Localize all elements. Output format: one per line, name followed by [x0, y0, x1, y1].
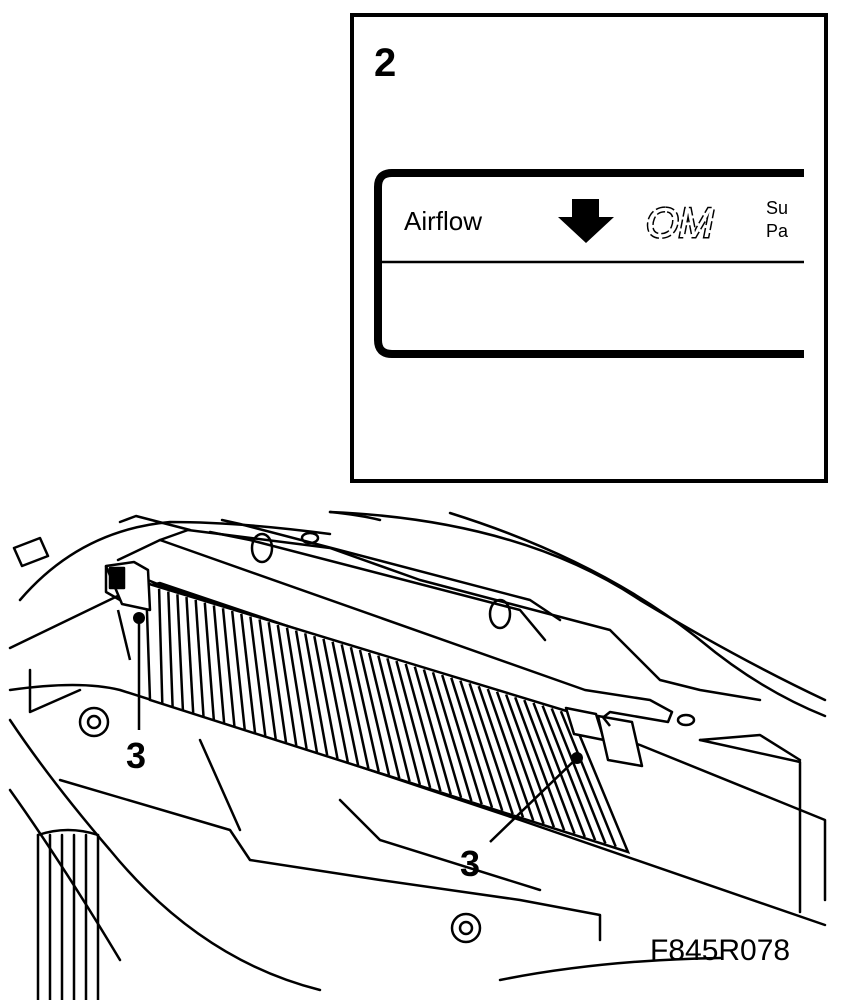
inset-number: 2 [374, 41, 396, 85]
lower-channel-2 [198, 738, 242, 832]
filter-pleat [194, 599, 205, 717]
filter-pleat [313, 635, 339, 759]
callout-label-left: 3 [126, 735, 146, 776]
filter-pleat [294, 630, 319, 753]
hood-curve-long [328, 510, 827, 702]
label-partial-line1: Su [766, 198, 788, 218]
filter-pleat [477, 685, 525, 818]
leader-dot-right [571, 752, 583, 764]
filter-pleat [203, 602, 216, 720]
filter-pleat [212, 605, 226, 723]
bolt-left-inner [86, 714, 102, 730]
filter-pleat [267, 622, 288, 743]
housing-flange-2 [118, 514, 192, 532]
right-housing [698, 738, 802, 914]
pipe-end [250, 532, 274, 564]
filter-pleat [514, 696, 566, 831]
pipe-rod-2 [220, 518, 562, 622]
filter-pleat [504, 694, 556, 828]
filter-pleat [322, 638, 350, 763]
bolt-bottom-outer [450, 912, 482, 944]
leader-dot-left [133, 612, 145, 624]
filter-pleat [230, 610, 246, 730]
filter-pleats [157, 588, 617, 848]
callout-left: 3 [126, 612, 146, 776]
figure-code: F845R078 [650, 934, 790, 967]
filter-pleat [523, 699, 576, 835]
tunnel-curve [8, 718, 322, 992]
bolt-left-outer [78, 706, 110, 738]
flange-hole-right [676, 713, 696, 727]
filter-pleat [450, 677, 494, 808]
hood-curve-upper [18, 520, 332, 602]
filter-pleat [431, 671, 473, 802]
cowl-lip [28, 668, 82, 714]
bolt-bottom-inner [458, 920, 474, 936]
filter-label: Airflow OM Su Pa [374, 169, 804, 358]
lower-channel-3 [338, 798, 542, 892]
filter-pleat [331, 641, 360, 766]
housing-top-rail [116, 538, 674, 724]
filter-pleat [559, 710, 617, 848]
filter-pleat [422, 669, 463, 799]
lower-channel [58, 778, 602, 942]
filter-pleat [395, 660, 432, 789]
callout-label-right: 3 [460, 843, 480, 884]
filter-pleat [303, 633, 329, 756]
filter-pleat [532, 702, 586, 838]
clip-left [104, 560, 152, 661]
left-corner-tab [12, 536, 50, 568]
filter-pleat [176, 594, 185, 710]
bottom-right-curve [498, 956, 722, 982]
cable-top [36, 828, 100, 837]
filter-pleat [404, 663, 442, 792]
filter-pleat [340, 644, 370, 769]
filter-pleat [541, 705, 597, 841]
label-outline [374, 169, 804, 358]
inset-panel: 2 Airflow OM Su Pa [350, 13, 828, 483]
filter-pleat [221, 608, 236, 727]
label-partial-line2: Pa [766, 221, 789, 241]
filter-pleat [441, 674, 483, 805]
filter-pleat [167, 591, 174, 707]
hood-curve-right [448, 511, 827, 718]
callout-right: 3 [460, 752, 583, 884]
filter-pleat [386, 657, 422, 786]
filter-pleat [258, 619, 277, 740]
filter-pleat [495, 691, 545, 825]
hood-curve-long-2 [328, 510, 382, 522]
filter-pleat [240, 613, 257, 733]
down-arrow-icon [558, 199, 614, 243]
filter-pleat [358, 649, 391, 776]
filter-pleat [249, 616, 267, 737]
cable-bundle [36, 833, 100, 1000]
pipe-ring [488, 598, 512, 630]
filter-pleat [185, 597, 195, 714]
pipe-rod [208, 530, 547, 642]
leader-line-right [489, 757, 578, 843]
right-housing-2 [698, 733, 802, 762]
filter-pleat [276, 624, 298, 746]
label-code: OM [646, 199, 714, 246]
filter-pleat [285, 627, 308, 750]
clip-right [564, 706, 644, 768]
filter-pleat [349, 646, 380, 772]
pollen-filter [144, 581, 631, 855]
filter-pleat [550, 707, 607, 844]
filter-pleat [413, 666, 453, 795]
inset-frame [350, 13, 828, 483]
filter-pleat [468, 683, 514, 815]
filter-pleat [367, 652, 401, 779]
filter-pleat [377, 655, 411, 782]
airflow-text: Airflow [404, 206, 482, 236]
tunnel-curve-2 [8, 788, 122, 962]
filter-pleat [486, 688, 535, 822]
filter-pleat [459, 680, 504, 812]
filter-pleat [157, 588, 164, 704]
filter-body [144, 581, 631, 855]
